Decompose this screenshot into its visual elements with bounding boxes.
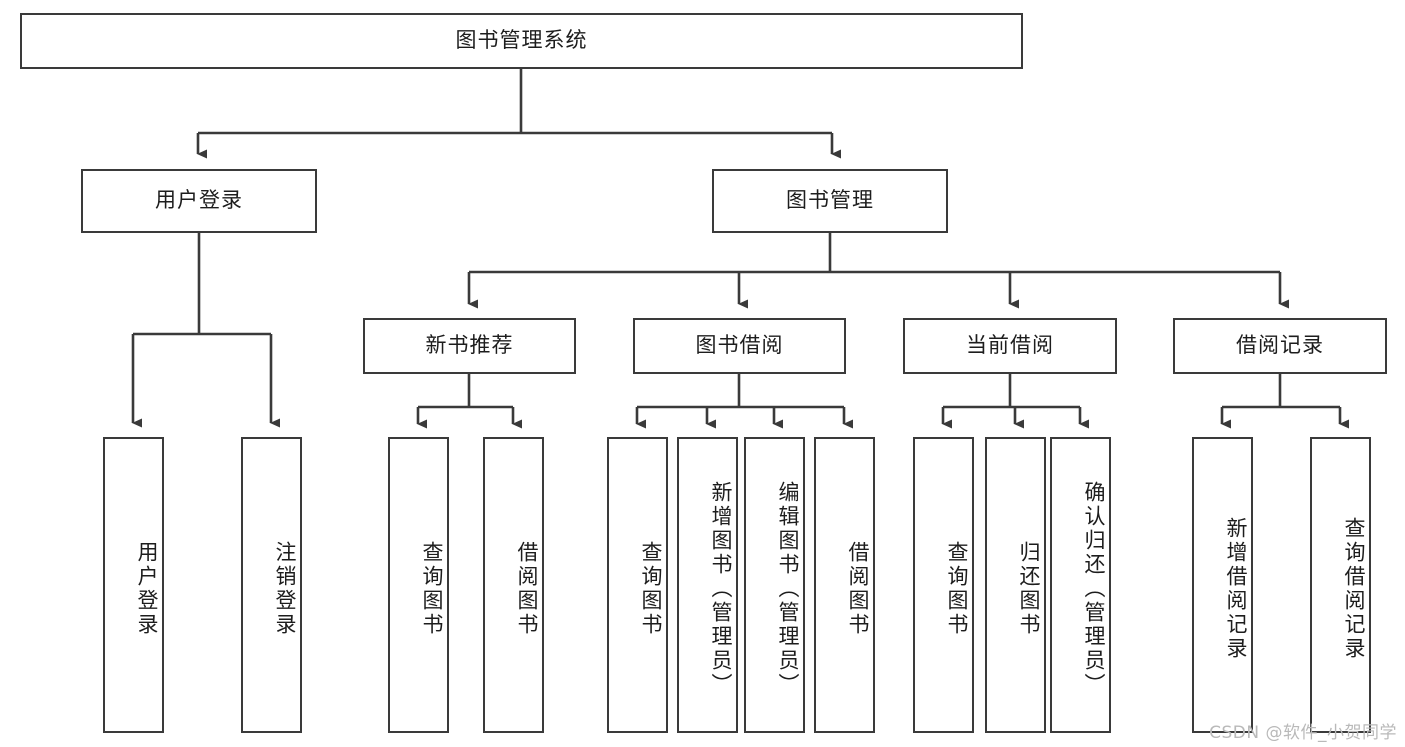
node-label: 查询借阅记录	[1342, 517, 1366, 661]
watermark-text: CSDN @软件_小贺同学	[1209, 723, 1397, 743]
node-leaf-borrow-book-1[interactable]: 借阅图书	[483, 437, 544, 733]
node-label: 归还图书	[1017, 541, 1041, 637]
node-new-book-recommend[interactable]: 新书推荐	[363, 318, 576, 374]
node-label: 图书借阅	[695, 333, 784, 358]
node-label: 图书管理系统	[455, 28, 588, 53]
node-leaf-edit-book[interactable]: 编辑图书（管理员）	[744, 437, 805, 733]
node-label: 图书管理	[786, 188, 874, 213]
node-book-borrow[interactable]: 图书借阅	[633, 318, 846, 374]
node-user-login[interactable]: 用户登录	[81, 169, 317, 233]
node-label: 借阅记录	[1236, 333, 1324, 358]
node-leaf-query-record[interactable]: 查询借阅记录	[1310, 437, 1371, 733]
node-leaf-add-book[interactable]: 新增图书（管理员）	[677, 437, 738, 733]
node-leaf-query-book-3[interactable]: 查询图书	[913, 437, 974, 733]
node-label: 用户登录	[135, 541, 159, 637]
node-label: 编辑图书（管理员）	[776, 481, 800, 697]
node-label: 借阅图书	[515, 541, 539, 637]
node-label: 新增借阅记录	[1224, 517, 1248, 661]
node-label: 查询图书	[945, 541, 969, 637]
node-leaf-borrow-book-2[interactable]: 借阅图书	[814, 437, 875, 733]
node-leaf-user-login[interactable]: 用户登录	[103, 437, 164, 733]
node-label: 注销登录	[273, 541, 297, 637]
node-current-borrow[interactable]: 当前借阅	[903, 318, 1117, 374]
node-root-book-management-system[interactable]: 图书管理系统	[20, 13, 1023, 69]
node-label: 新增图书（管理员）	[709, 481, 733, 697]
node-borrow-record[interactable]: 借阅记录	[1173, 318, 1387, 374]
node-label: 查询图书	[420, 541, 444, 637]
node-label: 新书推荐	[425, 333, 514, 358]
node-leaf-confirm-return[interactable]: 确认归还（管理员）	[1050, 437, 1111, 733]
node-leaf-return-book[interactable]: 归还图书	[985, 437, 1046, 733]
node-leaf-query-book-1[interactable]: 查询图书	[388, 437, 449, 733]
node-label: 借阅图书	[846, 541, 870, 637]
node-leaf-logout-login[interactable]: 注销登录	[241, 437, 302, 733]
node-book-manage[interactable]: 图书管理	[712, 169, 948, 233]
node-leaf-add-record[interactable]: 新增借阅记录	[1192, 437, 1253, 733]
node-label: 用户登录	[155, 188, 243, 213]
node-leaf-query-book-2[interactable]: 查询图书	[607, 437, 668, 733]
node-label: 确认归还（管理员）	[1082, 481, 1106, 697]
node-label: 当前借阅	[966, 333, 1054, 358]
node-label: 查询图书	[639, 541, 663, 637]
